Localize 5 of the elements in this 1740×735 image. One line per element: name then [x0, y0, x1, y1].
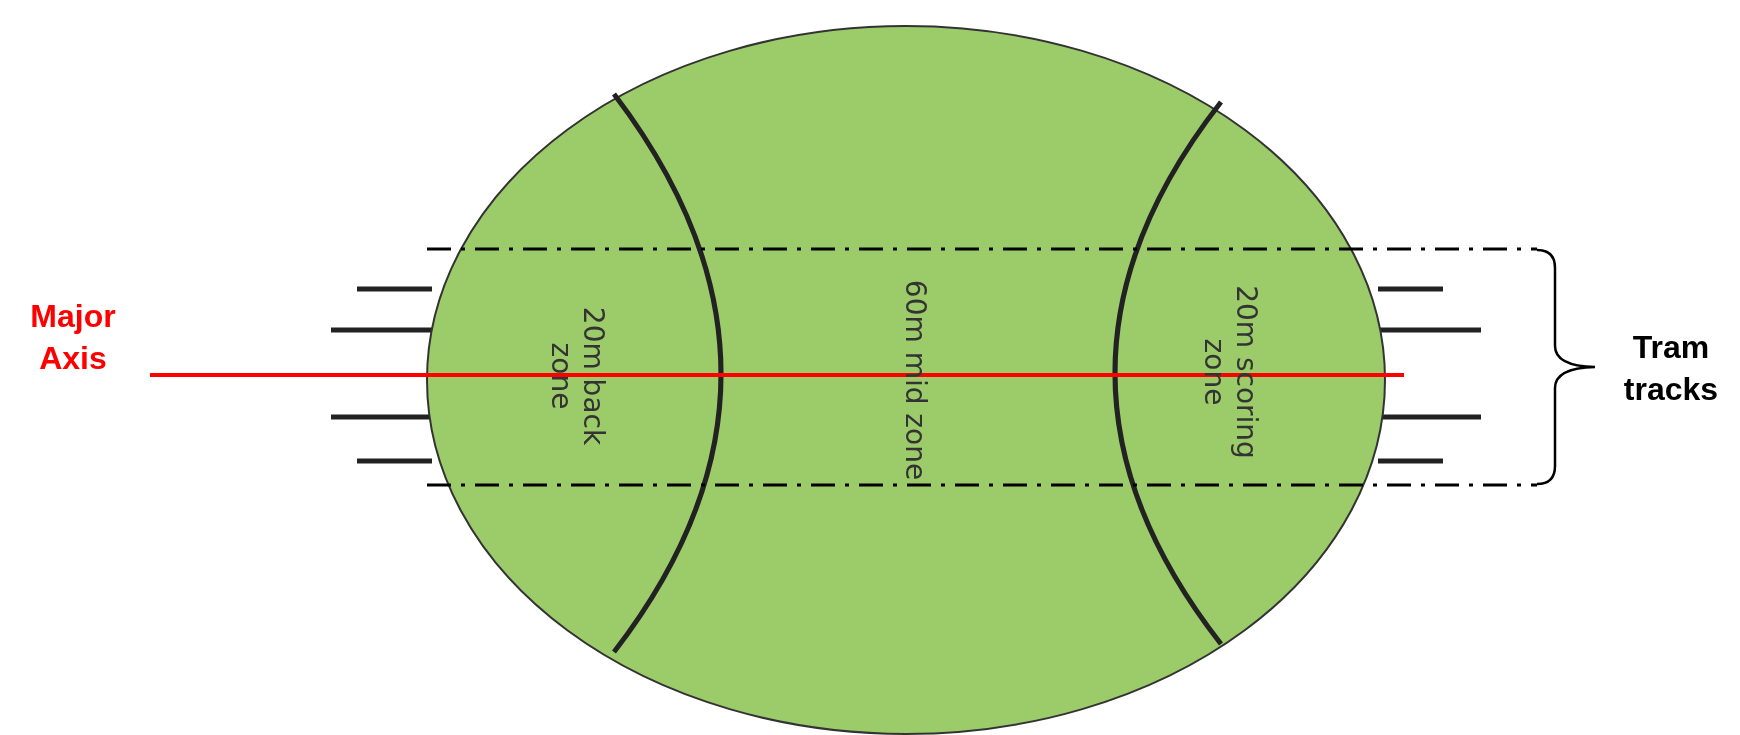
zone-label: 20m scoring zone — [1197, 284, 1263, 461]
zone-label: 60m mid zone — [898, 279, 932, 481]
axis-label: Major Axis — [29, 297, 117, 378]
zone-label: 20m back zone — [544, 305, 610, 448]
tram-tracks-label: Tram tracks — [1622, 328, 1720, 409]
